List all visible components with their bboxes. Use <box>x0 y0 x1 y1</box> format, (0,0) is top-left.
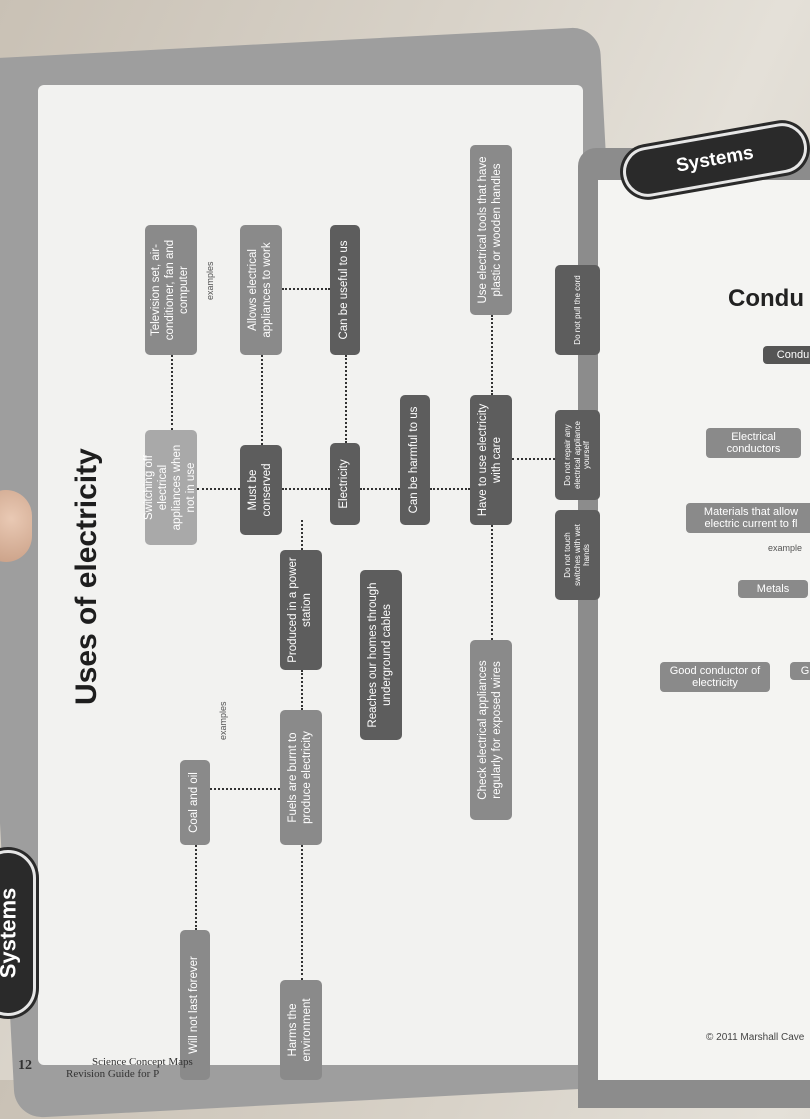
node-care: Have to use electricity with care <box>470 395 512 525</box>
connector <box>195 845 197 930</box>
connector <box>261 355 263 445</box>
connector <box>301 520 303 550</box>
node-harmful: Can be harmful to us <box>400 395 430 525</box>
connector <box>282 288 330 290</box>
node-produced-station: Produced in a power station <box>280 550 322 670</box>
connector <box>301 845 303 980</box>
connector <box>171 355 173 430</box>
node-metals: Metals <box>738 580 808 598</box>
node-useful: Can be useful to us <box>330 225 360 355</box>
node-harms-env: Harms the environment <box>280 980 322 1080</box>
connector <box>512 458 555 460</box>
node-good-conductor: Good conductor of electricity <box>660 662 770 692</box>
node-do-not-touch: Do not touch switches with wet hands <box>555 510 600 600</box>
label-examples-2: examples <box>205 261 215 300</box>
node-g: G <box>790 662 810 680</box>
footer-line-2: Revision Guide for P <box>66 1068 160 1080</box>
connector <box>345 355 347 443</box>
connector <box>210 788 280 790</box>
node-do-not-pull: Do not pull the cord <box>555 265 600 355</box>
node-allows-appliances: Allows electrical appliances to work <box>240 225 282 355</box>
node-switching-off: Switching off electrical appliances when… <box>143 430 197 545</box>
label-examples-1: examples <box>218 701 228 740</box>
connector <box>491 315 493 395</box>
node-television: Television set, air-conditioner, fan and… <box>145 225 197 355</box>
connector <box>301 670 303 710</box>
connector <box>430 488 470 490</box>
connector <box>360 488 400 490</box>
node-coal-oil: Coal and oil <box>180 760 210 845</box>
node-tools: Use electrical tools that have plastic o… <box>470 145 512 315</box>
node-do-not-repair: Do not repair any electrical appliance y… <box>555 410 600 500</box>
node-reaches-homes: Reaches our homes through underground ca… <box>360 570 402 740</box>
node-check-appliances: Check electrical appliances regularly fo… <box>470 640 512 820</box>
tab-label: Systems <box>0 887 21 979</box>
node-fuels-burnt: Fuels are burnt to produce electricity <box>280 710 322 845</box>
node-must-conserve: Must be conserved <box>240 445 282 535</box>
page-title: Uses of electricity <box>70 448 103 705</box>
connector <box>491 525 493 640</box>
tab-systems-left: Systems <box>0 850 36 1016</box>
label-example-right: example <box>768 543 803 553</box>
node-materials: Materials that allow electric current to… <box>686 503 810 533</box>
copyright: © 2011 Marshall Cave <box>706 1032 805 1043</box>
finger <box>0 490 32 562</box>
node-conductors: Electrical conductors <box>706 428 801 458</box>
concept-map: Uses of electricity Will not last foreve… <box>30 100 600 1100</box>
node-condu: Condu <box>763 346 810 364</box>
right-heading: Condu <box>728 285 804 312</box>
right-page-sheet <box>598 180 810 1080</box>
connector <box>197 488 240 490</box>
node-electricity: Electricity <box>330 443 360 525</box>
page-number: 12 <box>18 1058 32 1073</box>
connector <box>282 488 330 490</box>
footer-line-1: Science Concept Maps <box>92 1056 193 1068</box>
